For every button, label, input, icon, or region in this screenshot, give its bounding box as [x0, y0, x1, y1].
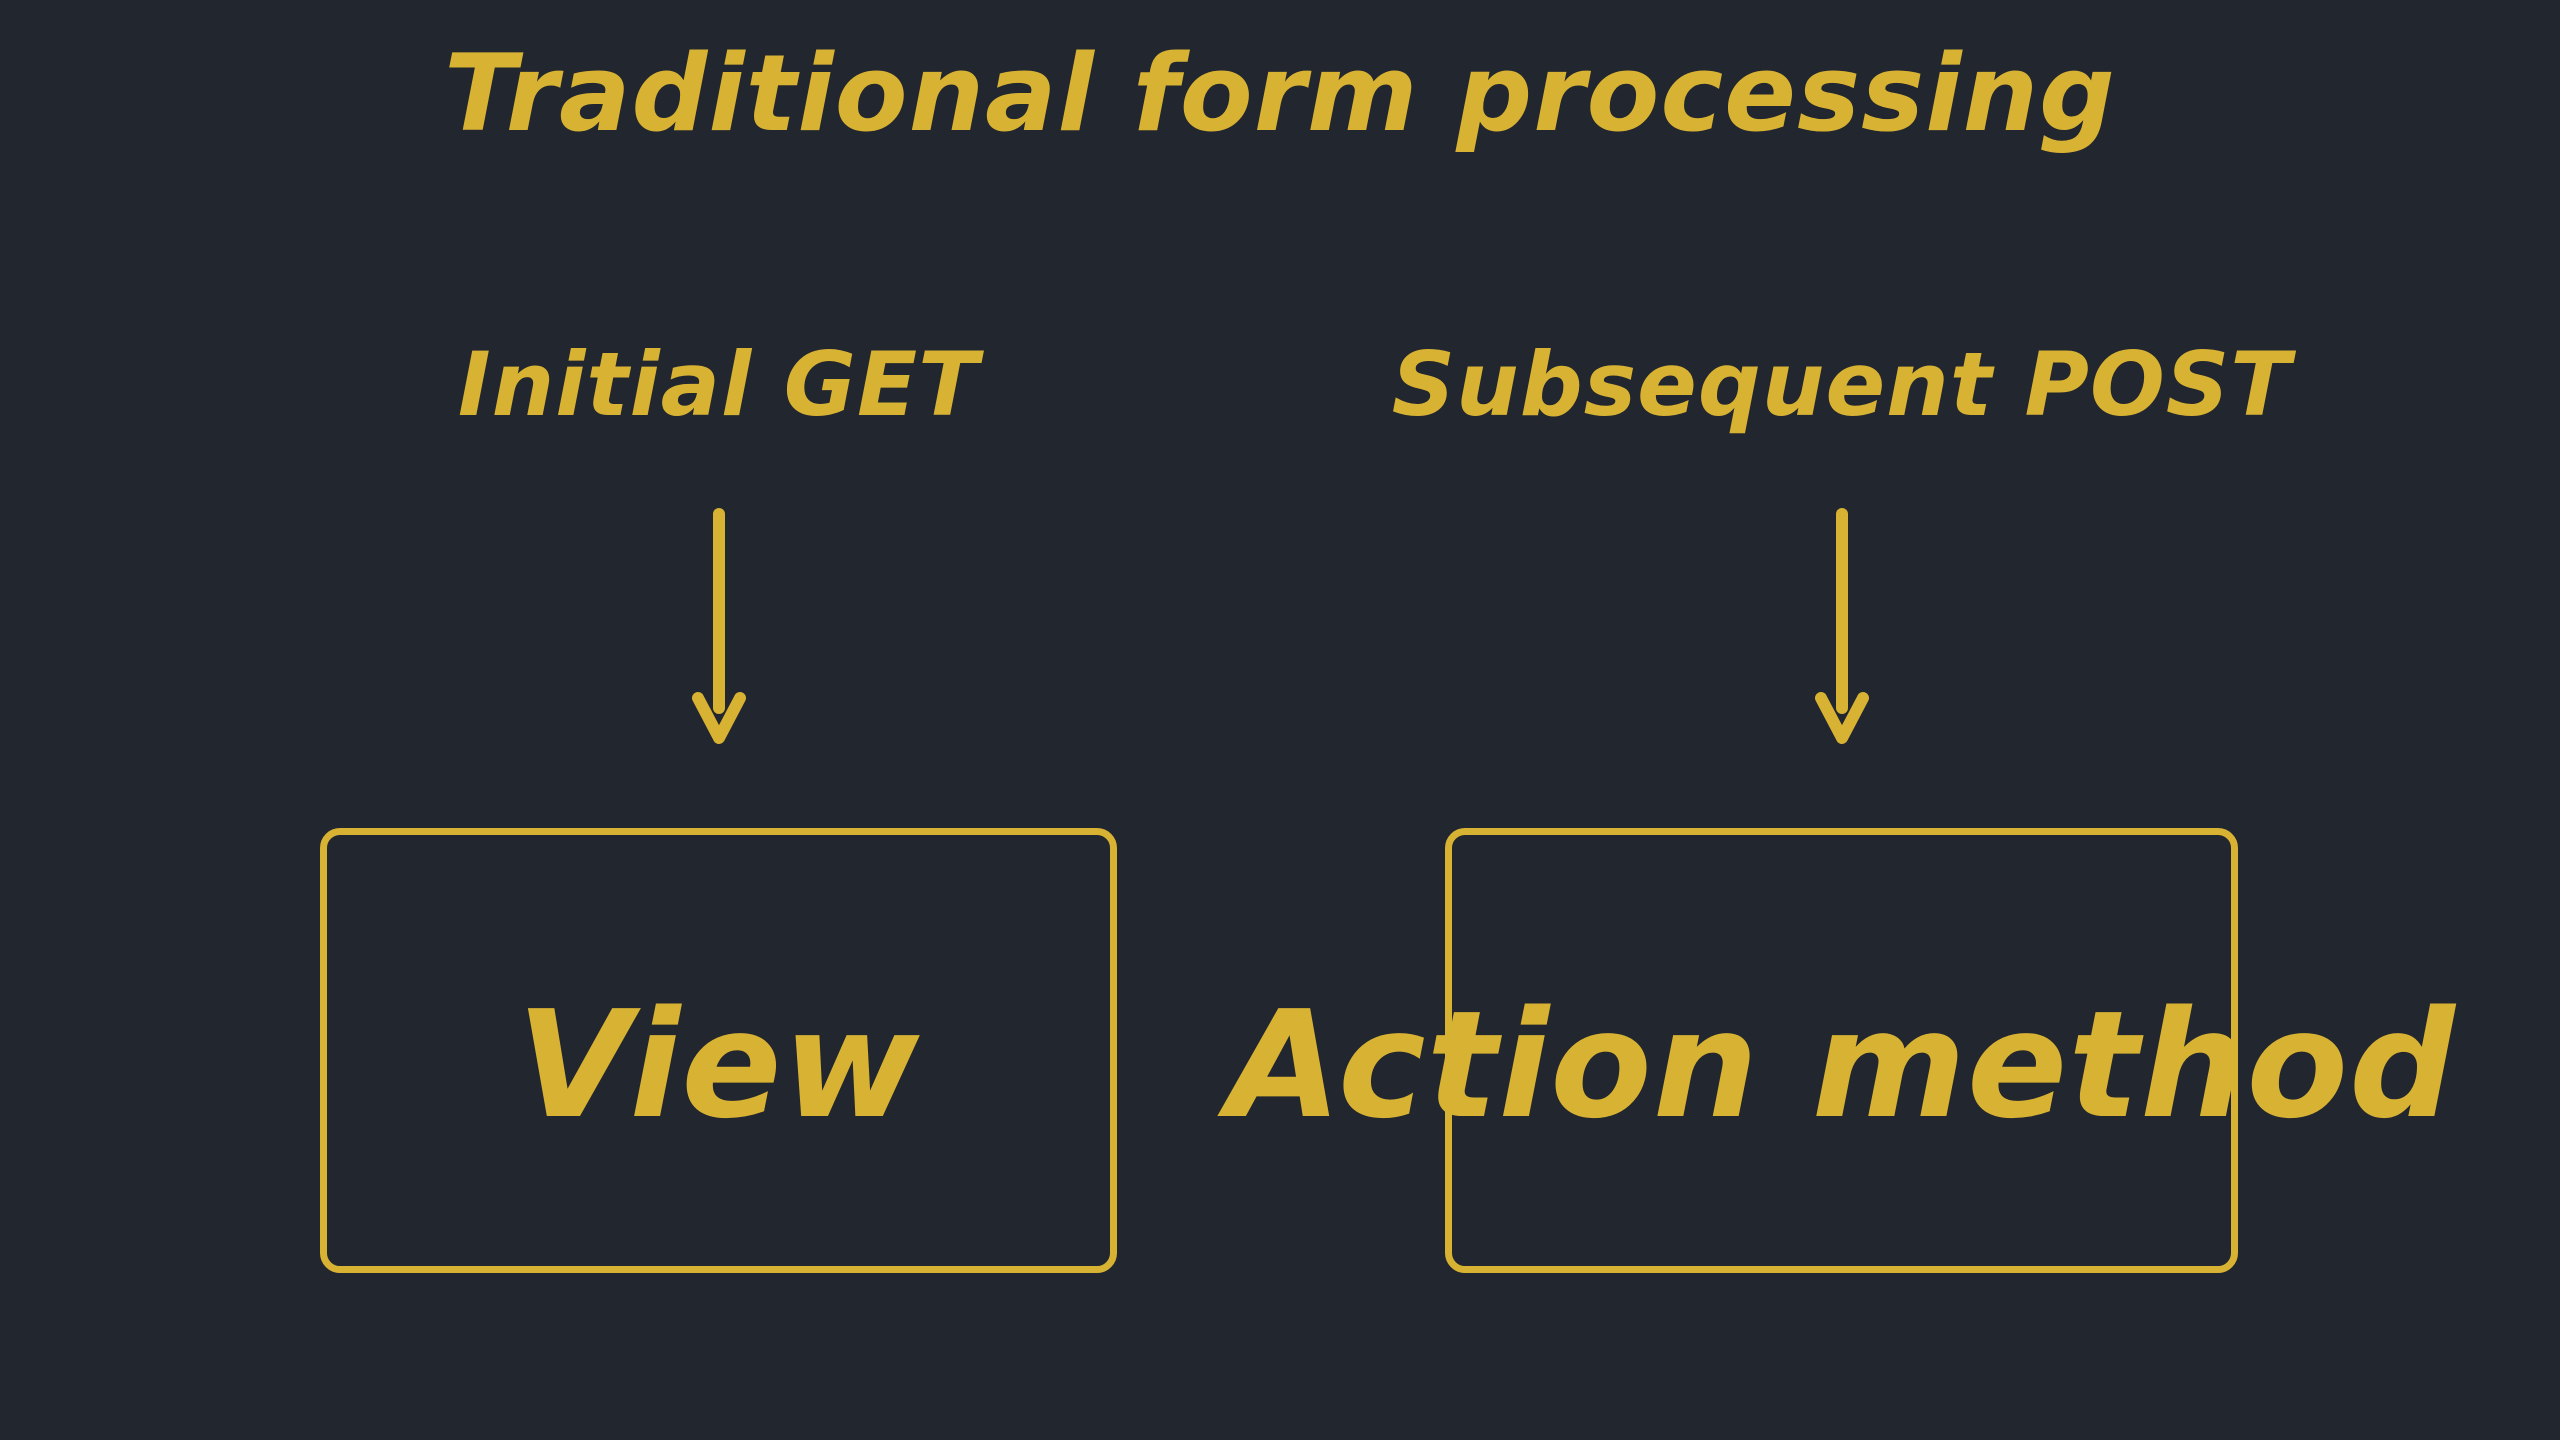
flow-label-initial-get: Initial GET — [457, 333, 980, 436]
node-view-box: View — [320, 828, 1117, 1273]
node-action-method-box: Action method — [1227, 828, 2455, 1273]
down-arrow-icon — [691, 508, 746, 744]
node-action-method-label: Action method — [1226, 978, 2457, 1151]
flow-subsequent-post: Subsequent POST Action method — [1227, 330, 2455, 1273]
down-arrow-icon — [1814, 508, 1869, 744]
node-view-label: View — [516, 978, 921, 1151]
flow-initial-get: Initial GET View — [320, 330, 1117, 1273]
diagram-title: Traditional form processing — [444, 32, 2116, 155]
flow-label-subsequent-post: Subsequent POST — [1391, 333, 2292, 436]
